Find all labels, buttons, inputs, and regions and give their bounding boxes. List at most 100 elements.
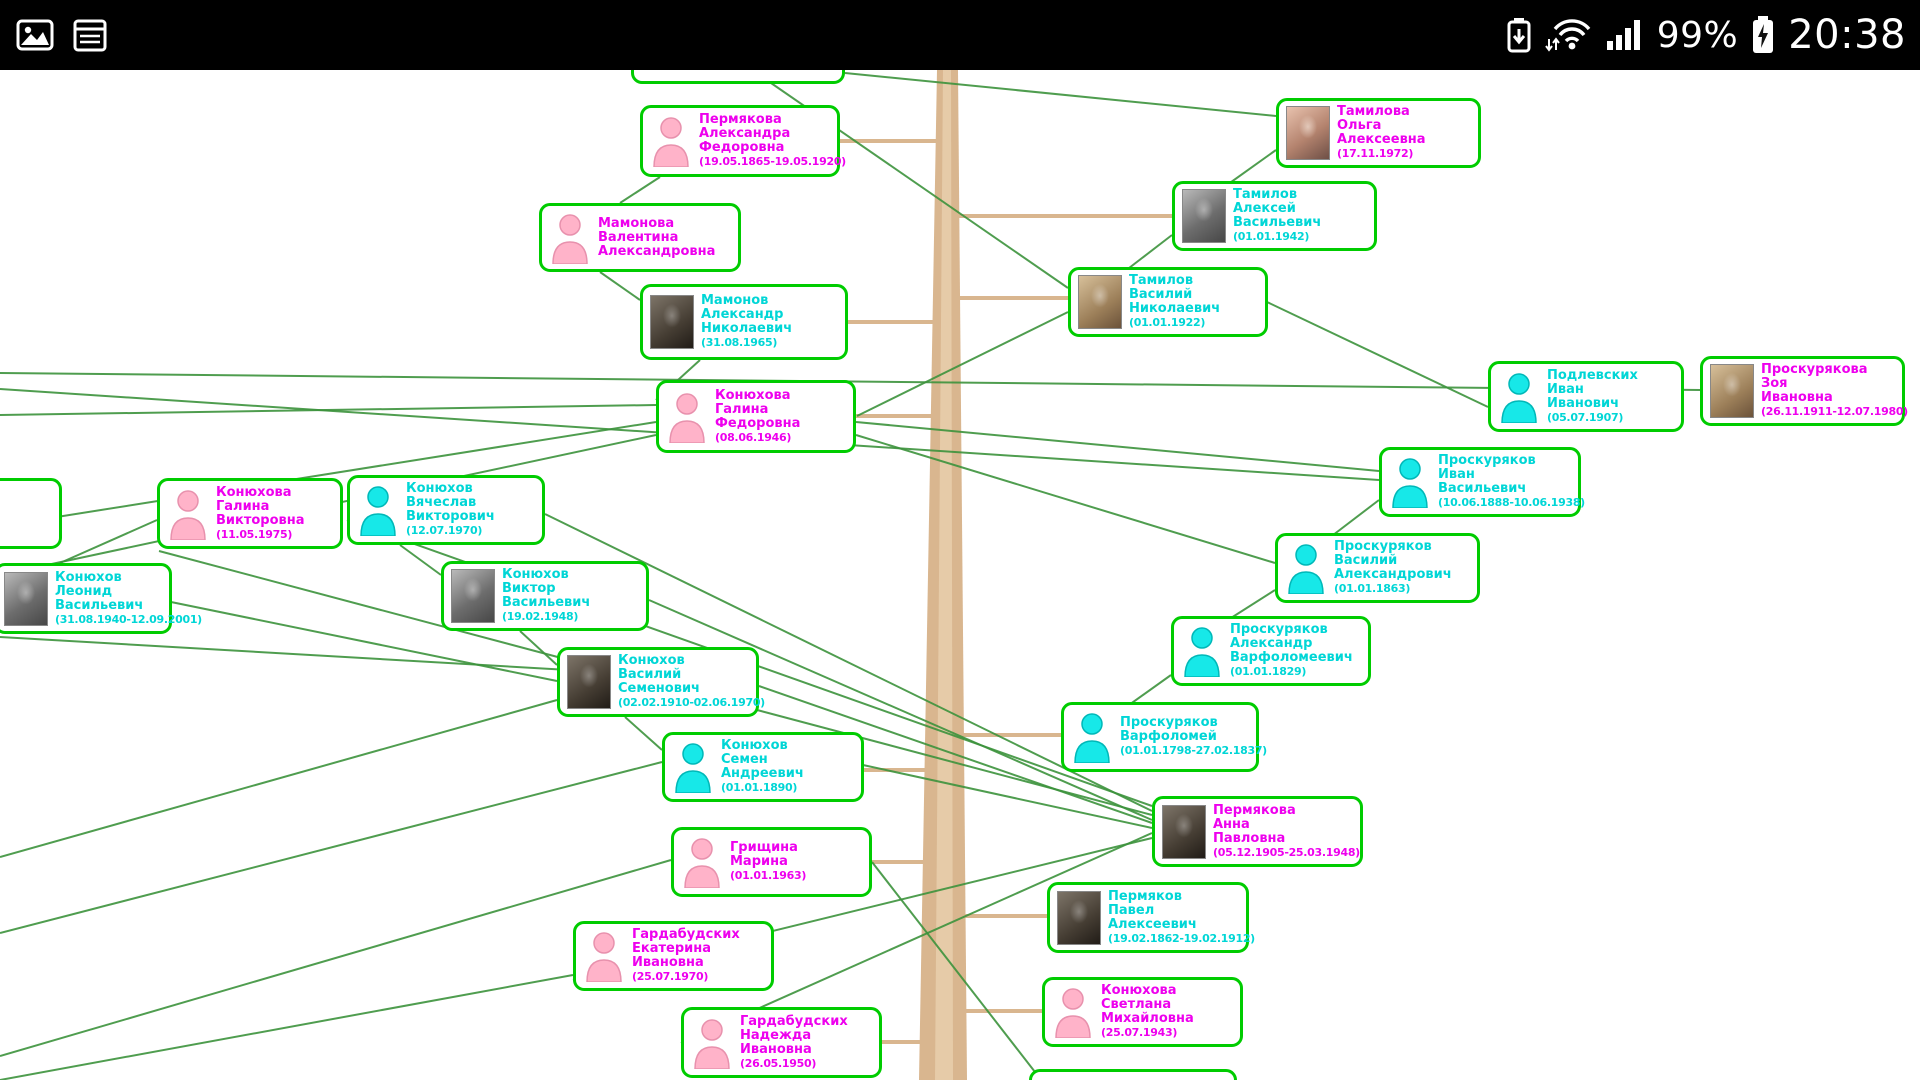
connector-line — [59, 519, 158, 564]
person-card[interactable]: Конюхов Леонид Васильевич(31.08.1940-12.… — [0, 563, 202, 634]
person-card[interactable]: Конюхов Виктор Васильевич(19.02.1948) — [441, 561, 649, 631]
person-name: Пермякова Анна Павловна — [1213, 802, 1296, 846]
person-text: Проскуряков Василий Александрович(01.01.… — [1334, 540, 1452, 596]
connector-line — [1266, 301, 1489, 408]
charging-battery-icon — [1750, 14, 1776, 56]
person-card[interactable]: Мамонов Александр Николаевич(31.08.1965) — [640, 284, 848, 360]
connector-line — [0, 404, 657, 416]
clock: 20:38 — [1788, 12, 1906, 58]
person-card[interactable]: Конюхов Василий Семенович(02.02.1910-02.… — [557, 647, 765, 717]
connector-line — [0, 421, 657, 527]
connector-line — [599, 271, 641, 301]
person-name: Гардабудских Надежда Ивановна — [740, 1013, 848, 1057]
person-text: Мамонов Александр Николаевич(31.08.1965) — [701, 294, 792, 350]
person-text: Проскуряков Иван Васильевич(10.06.1888-1… — [1438, 454, 1585, 510]
person-dates: (12.07.1970) — [406, 524, 483, 537]
person-dates: (25.07.1943) — [1101, 1026, 1178, 1039]
person-card[interactable]: Конюхов Вячеслав Викторович(12.07.1970) — [347, 475, 545, 545]
person-text: Проскурякова Зоя Ивановна(26.11.1911-12.… — [1761, 363, 1908, 419]
person-text: Пермякова Александра Федоровна(19.05.186… — [699, 113, 846, 169]
person-card[interactable]: Тамилов Василий Николаевич(01.01.1922) — [1068, 267, 1268, 337]
male-person-icon — [1288, 544, 1324, 594]
person-text: Конюхов Виктор Васильевич(19.02.1948) — [502, 568, 590, 624]
person-card[interactable]: Проскуряков Варфоломей(01.01.1798-27.02.… — [1061, 702, 1267, 772]
person-dates: (17.11.1972) — [1337, 147, 1414, 160]
person-dates: (11.05.1975) — [216, 527, 293, 541]
person-text: Тамилов Алексей Васильевич(01.01.1942) — [1233, 188, 1321, 244]
connector-line — [519, 630, 558, 666]
person-text: Гардабудских Екатерина Ивановна(25.07.19… — [632, 928, 740, 984]
tree-lines-layer — [0, 70, 1701, 1080]
male-person-icon — [1184, 627, 1220, 677]
person-name: Конюхова Галина Викторовна — [216, 484, 305, 528]
person-card[interactable]: Проскуряков Василий Александрович(01.01.… — [1275, 533, 1480, 603]
female-person-icon — [170, 489, 206, 540]
person-dates: (05.07.1907) — [1547, 410, 1624, 424]
person-dates: (01.01.1829) — [1230, 665, 1307, 678]
person-text: Мамонова Валентина Александровна — [598, 216, 715, 259]
person-card[interactable]: Конюхова Галина Викторовна(11.05.1975) — [157, 478, 343, 549]
person-card[interactable]: Гардабудских Надежда Ивановна(26.05.1950… — [681, 1007, 882, 1078]
person-text: Конюхов Вячеслав Викторович(12.07.1970) — [406, 482, 495, 538]
person-card[interactable]: Мамонова Валентина Александровна — [539, 203, 741, 272]
connector-line — [544, 513, 1153, 812]
person-name: Проскуряков Варфоломей — [1120, 715, 1218, 744]
person-name: Тамилов Василий Николаевич — [1129, 273, 1221, 316]
person-card[interactable]: Пермякова Анна Павловна(05.12.1905-25.03… — [1152, 796, 1363, 867]
person-text: Проскуряков Варфоломей(01.01.1798-27.02.… — [1120, 716, 1267, 758]
connector-line — [0, 761, 663, 934]
battery-percent: 99% — [1656, 14, 1739, 56]
person-card[interactable]: Проскурякова Зоя Ивановна(26.11.1911-12.… — [1700, 356, 1908, 426]
person-text: Пермякова Анна Павловна(05.12.1905-25.03… — [1213, 802, 1360, 860]
person-name: Конюхов Леонид Васильевич — [55, 569, 144, 613]
connector-line — [619, 176, 661, 204]
person-card[interactable]: Тамилова Ольга Алексеевна(17.11.1972) — [1276, 98, 1481, 168]
person-name: Подлевских Иван Иванович — [1547, 367, 1638, 411]
person-dates: (01.01.1963) — [730, 869, 807, 882]
connector-line — [0, 699, 558, 858]
connector-line — [855, 434, 1276, 564]
person-card[interactable]: ч — [0, 478, 62, 549]
female-person-icon — [669, 392, 705, 443]
person-text: Проскуряков Александр Варфоломеевич(01.0… — [1230, 623, 1353, 679]
calendar-icon — [70, 14, 110, 56]
person-name: Тамилова Ольга Алексеевна — [1337, 104, 1426, 147]
female-person-icon — [653, 117, 689, 167]
person-dates: (01.01.1798-27.02.1837) — [1120, 744, 1267, 757]
person-name: Конюхов Семен Андреевич — [721, 738, 804, 781]
person-name: Проскуряков Иван Васильевич — [1438, 453, 1536, 496]
branch-lines — [840, 139, 1172, 1044]
person-card[interactable]: Конюхова Галина Федоровна(08.06.1946) — [656, 380, 856, 453]
person-dates: (19.02.1862-19.02.1912) — [1108, 931, 1255, 945]
photo-thumbnail — [451, 569, 495, 623]
person-name: Тамилов Алексей Васильевич — [1233, 187, 1322, 230]
person-dates: (19.02.1948) — [502, 610, 579, 623]
person-dates: (10.06.1888-10.06.1938) — [1438, 496, 1585, 509]
person-dates: (02.02.1910-02.06.1970) — [618, 696, 765, 709]
person-card[interactable]: Проскуряков Александр Варфоломеевич(01.0… — [1171, 616, 1371, 686]
person-card[interactable]: Пермяков Павел Алексеевич(19.02.1862-19.… — [1047, 882, 1255, 953]
person-name: Пермяков Павел Алексеевич — [1108, 888, 1197, 932]
person-card[interactable]: Гардабудских Екатерина Ивановна(25.07.19… — [573, 921, 774, 991]
person-name: Проскуряков Василий Александрович — [1334, 539, 1452, 582]
person-card[interactable] — [631, 70, 845, 84]
person-card[interactable]: Пермякова Александра Федоровна(19.05.186… — [640, 105, 846, 177]
connector-line — [0, 859, 672, 1057]
connector-line — [758, 685, 1153, 824]
person-card[interactable]: Подлевских Иван Иванович(05.07.1907) — [1488, 361, 1684, 432]
person-card[interactable]: Тамилов Алексей Васильевич(01.01.1942) — [1172, 181, 1377, 251]
family-tree-canvas[interactable]: Пермякова Александра Федоровна(19.05.186… — [0, 70, 1920, 1080]
photo-thumbnail — [650, 295, 694, 349]
person-name: Конюхов Виктор Васильевич — [502, 567, 591, 610]
person-card[interactable] — [1029, 1069, 1237, 1080]
person-text: Конюхов Леонид Васильевич(31.08.1940-12.… — [55, 569, 202, 627]
status-bar-right: 99% 20:38 — [1505, 12, 1906, 58]
person-card[interactable]: Проскуряков Иван Васильевич(10.06.1888-1… — [1379, 447, 1585, 517]
person-name: Проскуряков Александр Варфоломеевич — [1230, 622, 1353, 665]
connector-line — [871, 861, 1036, 1073]
person-card[interactable]: Грищина Марина(01.01.1963) — [671, 827, 872, 897]
person-dates: (01.01.1890) — [721, 781, 798, 794]
person-card[interactable]: Конюхова Светлана Михайловна(25.07.1943) — [1042, 977, 1243, 1047]
person-card[interactable]: Конюхов Семен Андреевич(01.01.1890) — [662, 732, 864, 802]
female-person-icon — [1055, 988, 1091, 1038]
